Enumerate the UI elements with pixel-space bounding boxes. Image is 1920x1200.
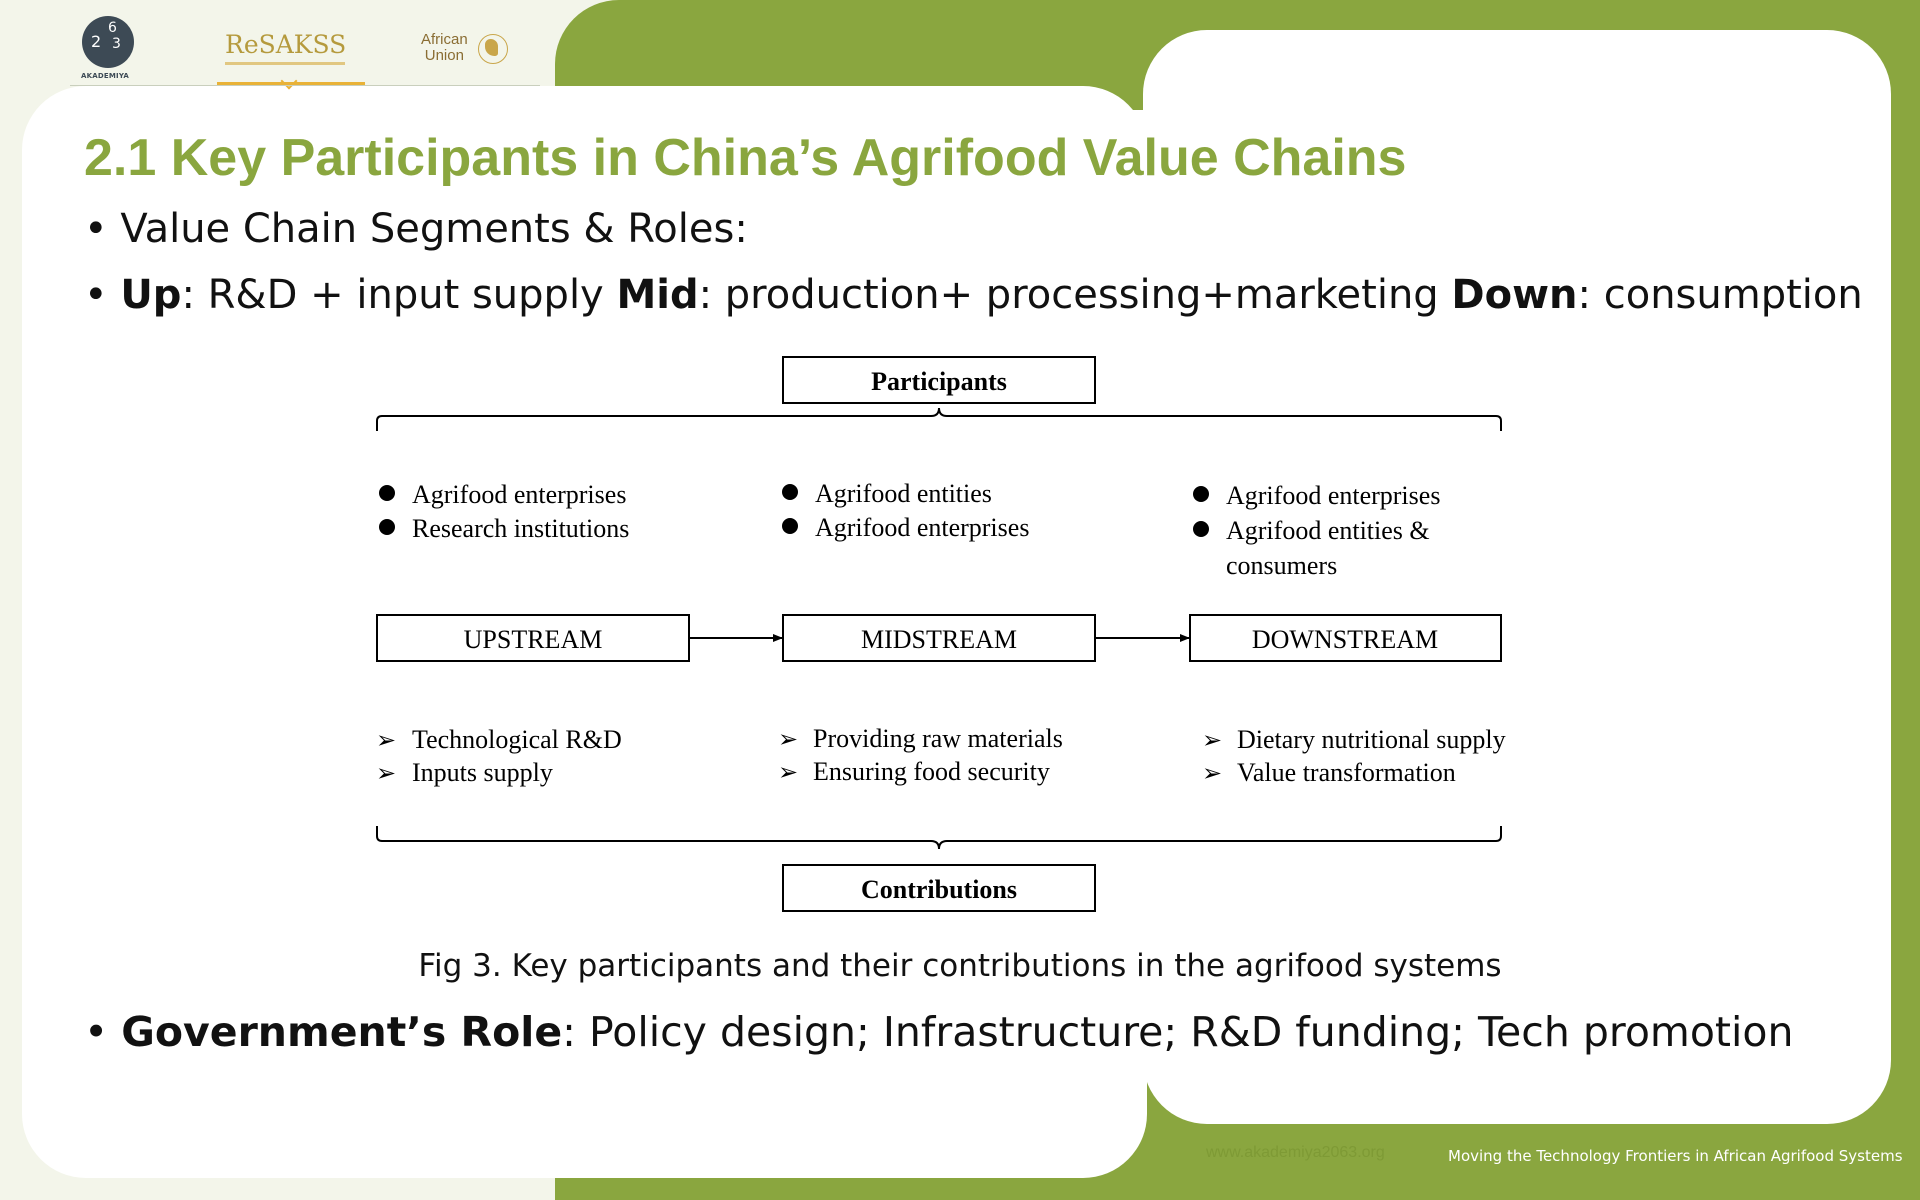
svg-text:UPSTREAM: UPSTREAM [464,625,603,654]
resakss-logo: ReSAKSS [225,30,347,59]
akademiya-logo-text: AKADEMIYA [81,72,130,80]
svg-text:Value transformation: Value transformation [1237,758,1456,787]
svg-text:MIDSTREAM: MIDSTREAM [861,625,1017,654]
arrow-bullet-icon: ➢ [376,761,396,787]
footer-website-link[interactable]: www.akademiya2063.org [1206,1144,1385,1161]
svg-text:Agrifood enterprises: Agrifood enterprises [815,513,1029,542]
svg-text:Agrifood entities: Agrifood entities [815,479,992,508]
svg-text:Agrifood enterprises: Agrifood enterprises [412,480,626,509]
stage-box-downstream: DOWNSTREAM [1189,614,1502,662]
arrow-bullet-icon: ➢ [376,728,396,754]
svg-text:Research institutions: Research institutions [412,514,629,543]
downstream-contributions: ➢ Dietary nutritional supply ➢ Value tra… [1202,725,1506,787]
stage-box-upstream: UPSTREAM [376,614,690,662]
value-chain-diagram: Participants Agrifood enterprises Resear… [376,356,1506,912]
downstream-participants: Agrifood enterprises Agrifood entities &… [1193,481,1440,580]
slide-title: 2.1 Key Participants in China’s Agrifood… [84,129,1407,187]
svg-text:Agrifood entities &: Agrifood entities & [1226,516,1430,545]
midstream-participants: Agrifood entities Agrifood enterprises [782,479,1029,542]
svg-text:DOWNSTREAM: DOWNSTREAM [1252,625,1438,654]
akademiya-logo-icon: 2 6 3 [82,16,134,68]
african-union-logo-text: African Union [421,31,468,64]
upstream-participants: Agrifood enterprises Research institutio… [379,480,629,543]
figure-caption: Fig 3. Key participants and their contri… [418,948,1502,984]
participants-box: Participants [782,356,1096,404]
svg-text:Contributions: Contributions [861,875,1017,904]
footer-tagline: Moving the Technology Frontiers in Afric… [1448,1147,1903,1165]
logo-divider [70,85,540,86]
bullet-dot-icon [379,519,395,535]
contributions-box: Contributions [782,864,1096,912]
bullet-segment-roles: • Up: R&D + input supply Mid: production… [84,272,1863,318]
arrow-bullet-icon: ➢ [778,760,798,786]
svg-text:Dietary nutritional supply: Dietary nutritional supply [1237,725,1506,754]
bullet-government-role: • Government’s Role: Policy design; Infr… [84,1008,1794,1056]
svg-text:Inputs supply: Inputs supply [412,758,553,787]
svg-text:Participants: Participants [871,367,1007,396]
svg-text:Technological R&D: Technological R&D [412,725,622,754]
arrow-bullet-icon: ➢ [1202,761,1222,787]
resakss-tagline-mark [225,62,345,65]
participants-brace [376,407,1502,431]
svg-text:Agrifood enterprises: Agrifood enterprises [1226,481,1440,510]
arrow-bullet-icon: ➢ [778,727,798,753]
upstream-contributions: ➢ Technological R&D ➢ Inputs supply [376,725,622,787]
svg-text:Ensuring food security: Ensuring food security [813,757,1050,786]
logo-pointer-icon [280,72,298,90]
svg-text:Providing raw materials: Providing raw materials [813,724,1063,753]
africa-map-icon [478,34,508,64]
arrow-bullet-icon: ➢ [1202,728,1222,754]
active-logo-underline [217,82,365,85]
bullet-value-chain-segments: • Value Chain Segments & Roles: [84,206,748,252]
partner-logos: 2 6 3 AKADEMIYA ReSAKSS African Union [70,12,540,90]
bullet-dot-icon [379,485,395,501]
bullet-dot-icon [1193,486,1209,502]
contributions-brace [376,826,1502,850]
bullet-dot-icon [782,518,798,534]
svg-text:consumers: consumers [1226,551,1337,580]
bullet-dot-icon [1193,521,1209,537]
stage-box-midstream: MIDSTREAM [782,614,1096,662]
midstream-contributions: ➢ Providing raw materials ➢ Ensuring foo… [778,724,1063,786]
bullet-dot-icon [782,484,798,500]
